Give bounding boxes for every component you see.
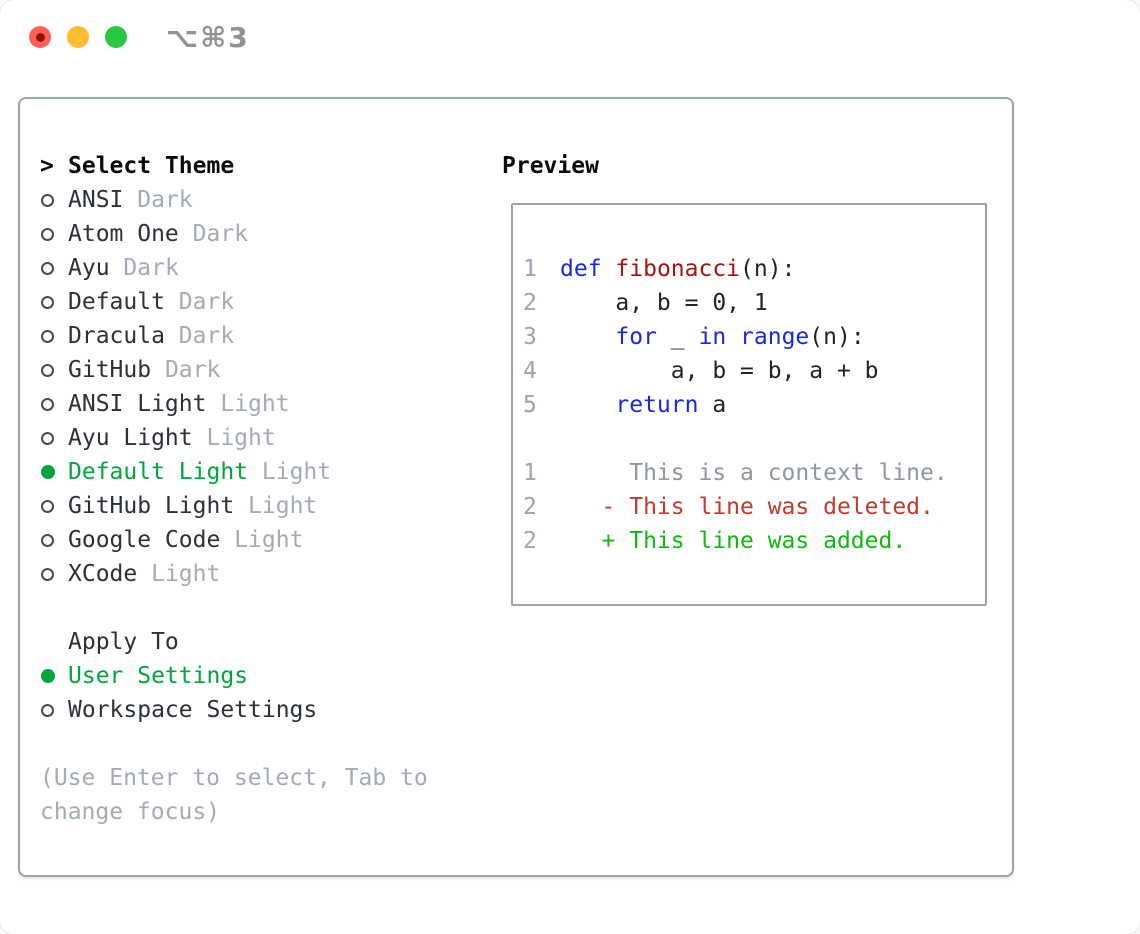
radio-icon [40,533,68,547]
code-line: 4 a, b = b, a + b [523,358,879,384]
option-label: Default Dark [68,289,235,315]
maximize-button[interactable] [105,26,127,48]
option-label: GitHub Light Light [68,493,318,519]
option-label: Default Light Light [68,459,332,485]
theme-option[interactable]: ANSI Dark [40,183,490,217]
theme-option[interactable]: Ayu Dark [40,251,490,285]
option-label: Ayu Dark [68,255,179,281]
apply-to-title: Apply To [68,629,179,655]
option-label: Atom One Dark [68,221,249,247]
prompt-prefix: > [40,149,68,183]
option-label: ANSI Dark [68,187,193,213]
diff-preview: 1 This is a context line. 2 - This line w… [523,456,985,558]
radio-icon [40,193,68,207]
diff-line-context: 1 This is a context line. [523,460,948,486]
radio-icon [40,227,68,241]
radio-icon [40,669,68,683]
code-line: 5 return a [523,392,727,418]
option-label: ANSI Light Light [68,391,290,417]
minimize-button[interactable] [67,26,89,48]
option-label: Dracula Dark [68,323,235,349]
option-label: Google Code Light [68,527,304,553]
code-line: 3 for _ in range(n): [523,324,865,350]
radio-icon [40,329,68,343]
theme-option[interactable]: Default Light Light [40,455,490,489]
apply-to-header: Apply To [40,625,490,659]
radio-icon [40,499,68,513]
titlebar: ⌥⌘3 [0,0,1140,74]
preview-title: Preview [502,153,599,179]
gap [40,591,490,625]
radio-icon [40,363,68,377]
theme-option[interactable]: XCode Light [40,557,490,591]
radio-icon [40,703,68,717]
theme-option[interactable]: ANSI Light Light [40,387,490,421]
theme-option[interactable]: Ayu Light Light [40,421,490,455]
option-label: XCode Light [68,561,221,587]
diff-line-deleted: 2 - This line was deleted. [523,494,934,520]
radio-icon [40,261,68,275]
apply-to-option[interactable]: Workspace Settings [40,693,490,727]
theme-option[interactable]: Dracula Dark [40,319,490,353]
select-theme-title: Select Theme [68,153,235,179]
keyboard-hint: (Use Enter to select, Tab to change focu… [40,765,428,825]
gap [523,422,985,456]
close-button[interactable] [29,26,51,48]
option-label: GitHub Dark [68,357,221,383]
radio-icon [40,295,68,309]
theme-option[interactable]: Default Dark [40,285,490,319]
close-modified-dot-icon [35,32,45,42]
code-line: 2 a, b = 0, 1 [523,290,768,316]
theme-option[interactable]: Google Code Light [40,523,490,557]
theme-option[interactable]: Atom One Dark [40,217,490,251]
option-label: Workspace Settings [68,697,318,723]
theme-option[interactable]: GitHub Light Light [40,489,490,523]
option-label: User Settings [68,663,249,689]
diff-line-added: 2 + This line was added. [523,528,907,554]
select-theme-header: > Select Theme [40,149,490,183]
prompt-caret-icon: > [40,153,54,179]
gap [40,727,490,761]
radio-icon [40,465,68,479]
radio-icon [40,567,68,581]
theme-option[interactable]: GitHub Dark [40,353,490,387]
option-label: Ayu Light Light [68,425,276,451]
radio-icon [40,397,68,411]
window-shortcut-label: ⌥⌘3 [166,21,250,54]
radio-icon [40,431,68,445]
apply-to-option[interactable]: User Settings [40,659,490,693]
